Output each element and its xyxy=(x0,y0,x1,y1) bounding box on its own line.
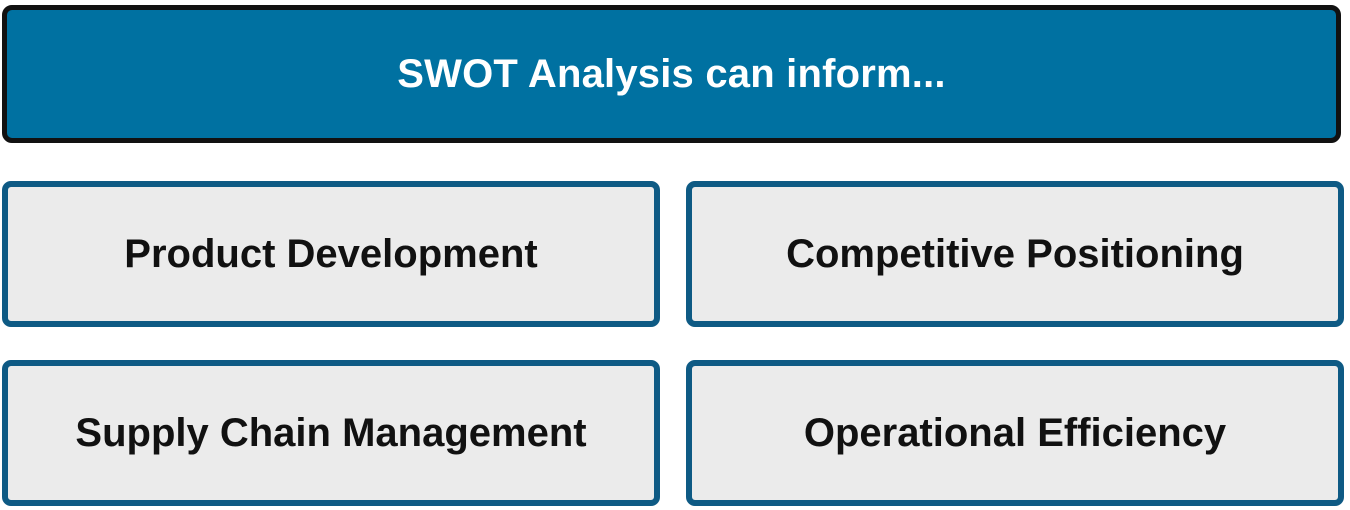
item-label: Product Development xyxy=(124,231,538,276)
item-label: Operational Efficiency xyxy=(803,410,1227,455)
header-box: SWOT Analysis can inform... xyxy=(2,5,1341,143)
item-box-operational-efficiency: Operational Efficiency xyxy=(686,360,1344,506)
diagram-title: SWOT Analysis can inform... xyxy=(397,51,946,96)
item-box-product-development: Product Development xyxy=(2,181,660,327)
item-label: Supply Chain Management xyxy=(75,410,587,455)
item-box-supply-chain-management: Supply Chain Management xyxy=(2,360,660,506)
item-label: Competitive Positioning xyxy=(786,231,1244,276)
item-box-competitive-positioning: Competitive Positioning xyxy=(686,181,1344,327)
